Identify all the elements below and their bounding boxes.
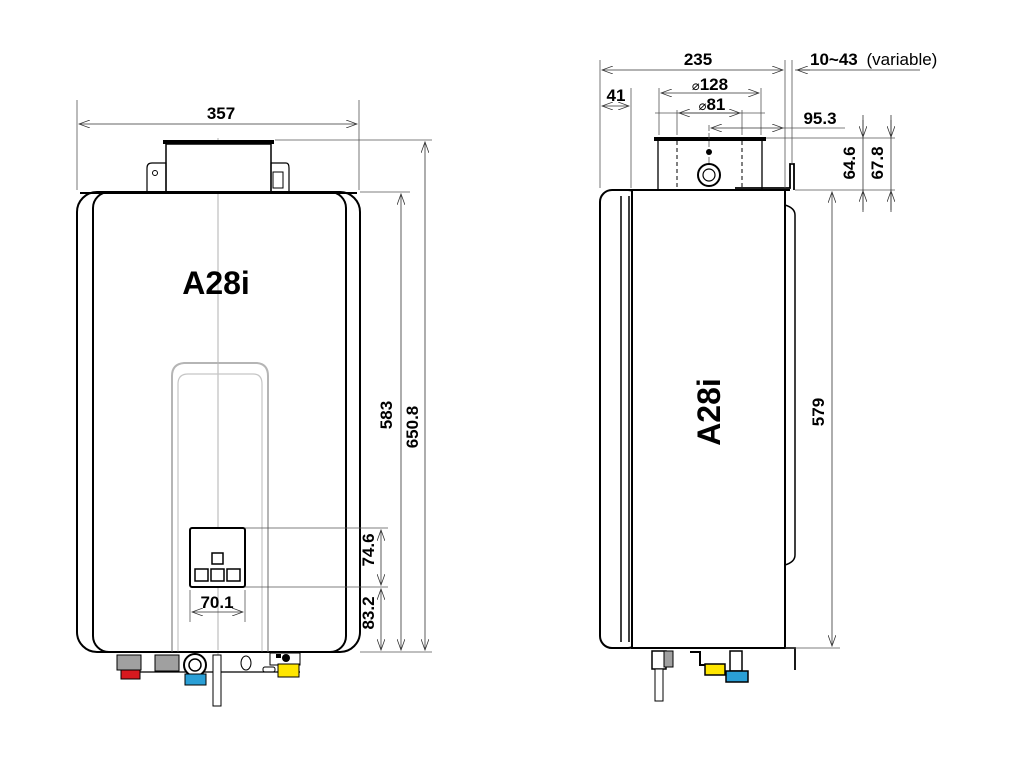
front-panel-recess — [171, 362, 269, 652]
svg-text:10~43 (variable): 10~43 (variable) — [810, 50, 937, 69]
dim-flue-inner-diameter: 81 — [706, 95, 725, 114]
side-bottom-fittings — [640, 647, 796, 702]
dim-panel-from-bottom: 83.2 — [359, 596, 378, 629]
front-view: A28i 70.1 — [76, 100, 432, 707]
dim-front-width: 357 — [207, 104, 235, 123]
dim-side-body-height: 579 — [809, 398, 828, 426]
front-bracket-right — [270, 162, 290, 194]
control-panel — [189, 527, 246, 588]
side-water-cap-blue — [725, 670, 749, 683]
control-button-center — [210, 568, 225, 582]
front-bracket-left — [146, 162, 167, 194]
front-flue-collar — [165, 143, 272, 195]
front-bottom-fittings — [116, 651, 301, 707]
side-model-label: A28i — [691, 378, 727, 446]
svg-text:⌀128: ⌀128 — [692, 75, 728, 94]
dim-wall-clearance: 10~43 — [810, 50, 858, 69]
dim-wall-clearance-note: (variable) — [866, 50, 937, 69]
hot-outlet-cap-red — [120, 669, 141, 680]
dim-flue-height-a: 64.6 — [840, 146, 859, 179]
front-model-label: A28i — [182, 265, 250, 301]
fitting-gray — [154, 654, 180, 672]
diameter-icon: ⌀ — [692, 79, 700, 94]
front-flue-rim — [163, 140, 274, 144]
control-button-right — [226, 568, 241, 582]
side-body-case — [631, 189, 786, 649]
svg-text:⌀81: ⌀81 — [699, 95, 726, 114]
hot-outlet-nut — [116, 654, 142, 671]
relief-pipe — [212, 654, 222, 707]
dim-panel-height: 74.6 — [359, 533, 378, 566]
side-flue-rim — [654, 137, 766, 141]
dim-side-depth: 235 — [684, 50, 712, 69]
dim-front-offset: 41 — [607, 86, 626, 105]
dim-total-height: 650.8 — [403, 406, 422, 449]
dim-flue-outer-diameter: 128 — [700, 75, 728, 94]
dim-body-height: 583 — [377, 401, 396, 429]
side-wall-bracket — [735, 163, 795, 190]
side-view: A28i 235 10~43 (variable) 41 — [599, 50, 937, 702]
diameter-icon: ⌀ — [699, 99, 707, 114]
side-gas-cap-yellow — [704, 663, 726, 676]
dim-panel-width: 70.1 — [200, 593, 233, 612]
control-button-left — [194, 568, 209, 582]
dim-flue-height-b: 67.8 — [868, 146, 887, 179]
gas-inlet-cap-yellow — [277, 663, 300, 678]
dim-flue-center-to-wall: 95.3 — [803, 109, 836, 128]
control-button-up — [211, 552, 224, 565]
side-back-rib — [784, 204, 796, 566]
cold-inlet-cap-blue — [184, 673, 207, 686]
